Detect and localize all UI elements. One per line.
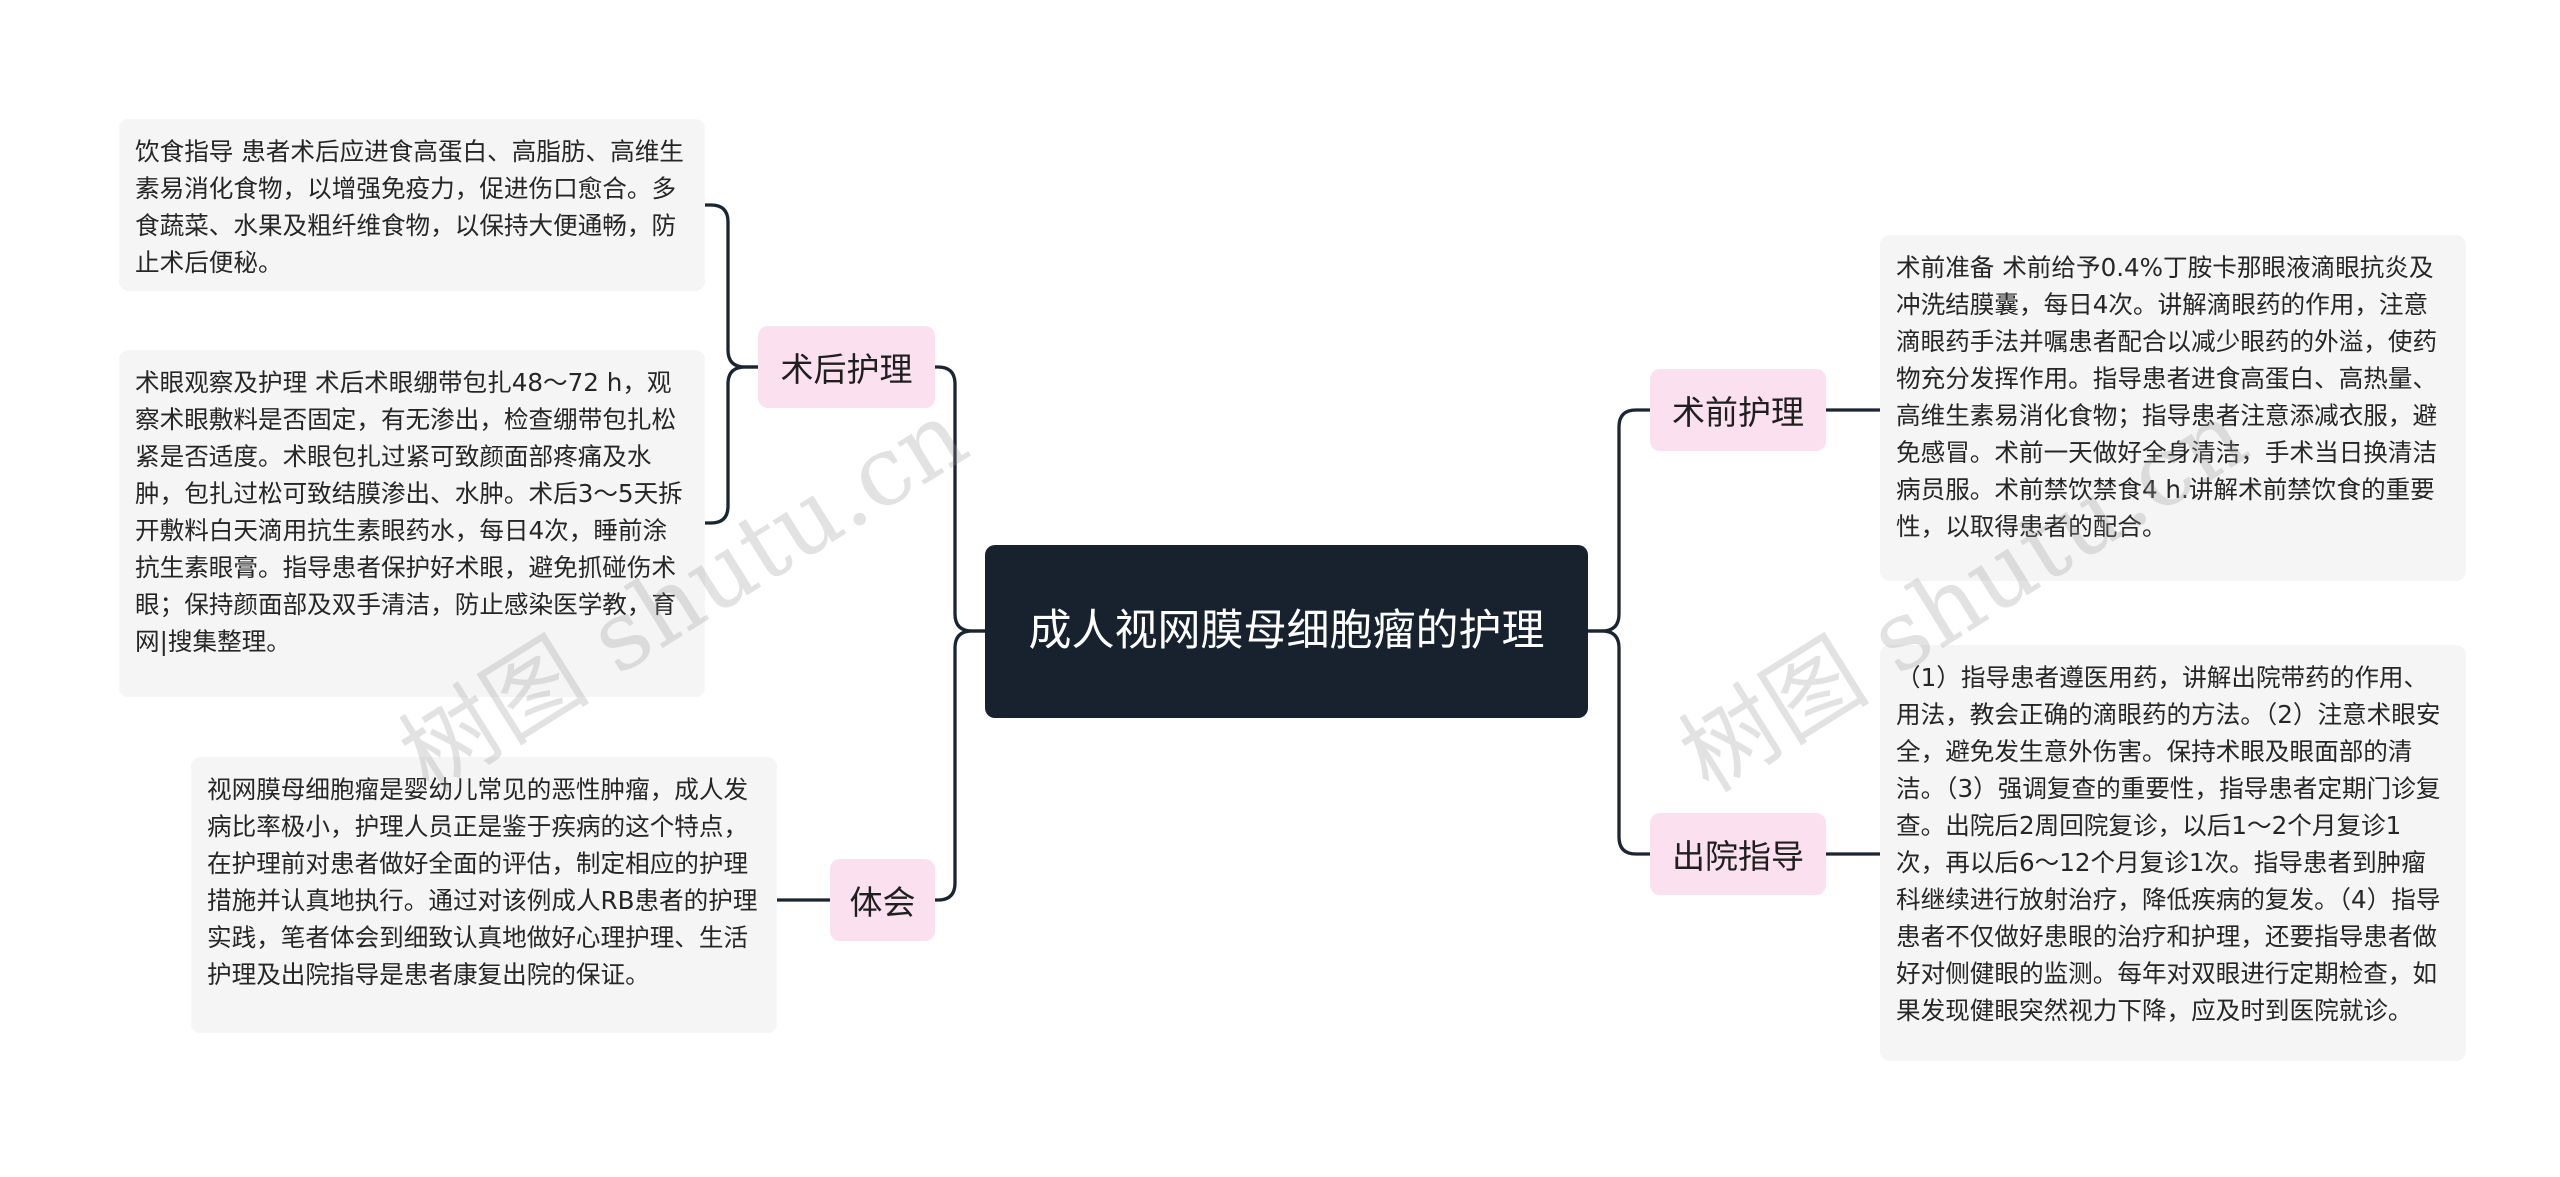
branch-discharge-guidance[interactable]: 出院指导 (1650, 813, 1826, 895)
connector-root-discharge (1586, 629, 1652, 856)
branch-experience-label: 体会 (849, 883, 916, 922)
branch-postop-care[interactable]: 术后护理 (758, 326, 935, 408)
leaf-discharge-details-text: （1）指导患者遵医用药，讲解出院带药的作用、用法，教会正确的滴眼药的方法。（2）… (1896, 663, 2441, 1025)
leaf-diet-guidance-text: 饮食指导 患者术后应进食高蛋白、高脂肪、高维生素易消化食物，以增强免疫力，促进伤… (135, 137, 684, 277)
branch-postop-care-label: 术后护理 (780, 350, 913, 389)
connector-root-preop (1586, 408, 1652, 633)
leaf-eye-observation[interactable]: 术眼观察及护理 术后术眼绷带包扎48～72 h，观察术眼敷料是否固定，有无渗出，… (119, 350, 705, 697)
leaf-eye-observation-text: 术眼观察及护理 术后术眼绷带包扎48～72 h，观察术眼敷料是否固定，有无渗出，… (135, 368, 683, 656)
branch-experience[interactable]: 体会 (830, 859, 935, 941)
root-topic[interactable]: 成人视网膜母细胞瘤的护理 (985, 545, 1588, 718)
connector-postop-leaf-2 (703, 365, 760, 525)
branch-preop-care-label: 术前护理 (1672, 393, 1804, 432)
leaf-diet-guidance[interactable]: 饮食指导 患者术后应进食高蛋白、高脂肪、高维生素易消化食物，以增强免疫力，促进伤… (119, 119, 705, 291)
connector-root-postop (933, 365, 987, 633)
leaf-preop-preparation-text: 术前准备 术前给予0.4%丁胺卡那眼液滴眼抗炎及冲洗结膜囊，每日4次。讲解滴眼药… (1896, 253, 2438, 541)
leaf-discharge-details[interactable]: （1）指导患者遵医用药，讲解出院带药的作用、用法，教会正确的滴眼药的方法。（2）… (1880, 645, 2466, 1061)
connector-postop-leaf-1 (703, 203, 760, 369)
branch-preop-care[interactable]: 术前护理 (1650, 369, 1826, 451)
connector-root-experience (933, 629, 987, 902)
leaf-experience-text: 视网膜母细胞瘤是婴幼儿常见的恶性肿瘤，成人发病比率极小，护理人员正是鉴于疾病的这… (207, 775, 758, 989)
leaf-experience[interactable]: 视网膜母细胞瘤是婴幼儿常见的恶性肿瘤，成人发病比率极小，护理人员正是鉴于疾病的这… (191, 757, 777, 1033)
root-topic-label: 成人视网膜母细胞瘤的护理 (1028, 606, 1545, 656)
leaf-preop-preparation[interactable]: 术前准备 术前给予0.4%丁胺卡那眼液滴眼抗炎及冲洗结膜囊，每日4次。讲解滴眼药… (1880, 235, 2466, 581)
branch-discharge-guidance-label: 出院指导 (1672, 837, 1804, 876)
